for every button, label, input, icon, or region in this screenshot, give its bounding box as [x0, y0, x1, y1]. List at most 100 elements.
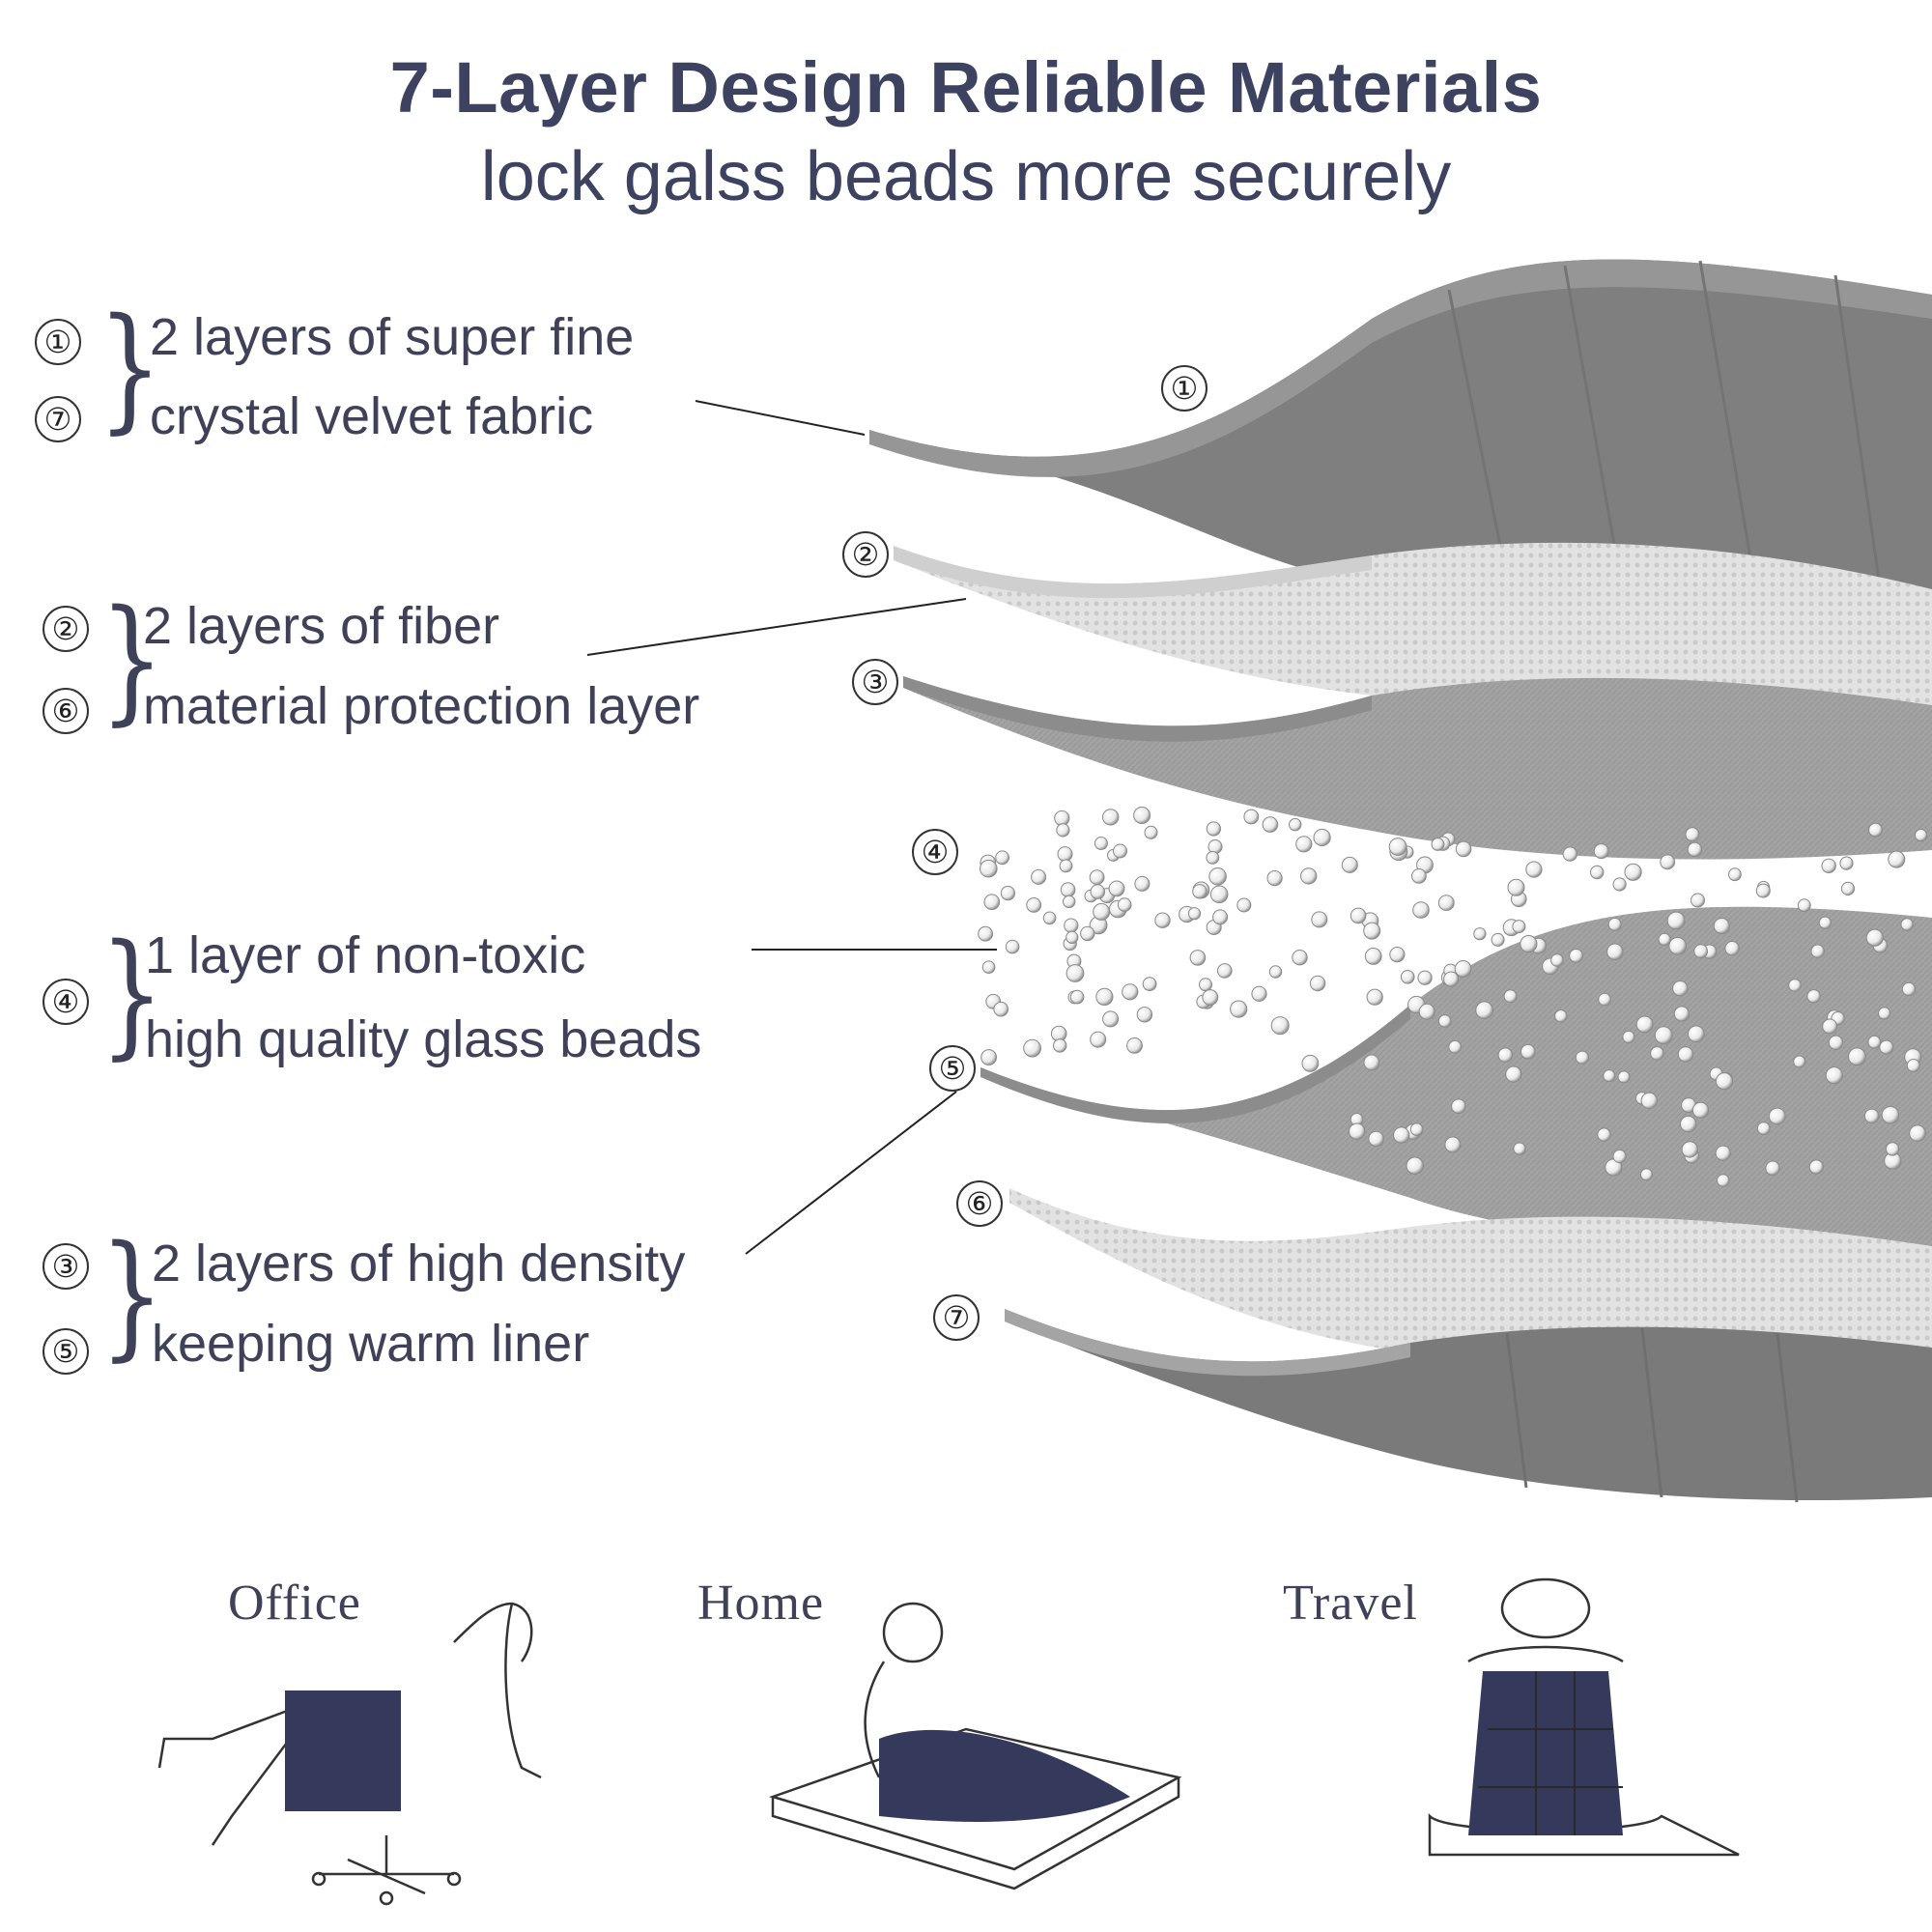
glass-bead [1906, 1059, 1920, 1072]
glass-bead [1691, 1101, 1710, 1119]
glass-bead [1606, 943, 1624, 960]
office-illustration [157, 1602, 542, 1906]
glass-bead [1418, 1003, 1435, 1020]
brace-icon: } [99, 1217, 164, 1375]
glass-bead [1093, 902, 1111, 921]
marker-1: ① [35, 319, 81, 365]
glass-bead [1311, 911, 1328, 928]
glass-bead [1209, 885, 1229, 904]
marker-2: ② [43, 606, 89, 652]
glass-bead [1444, 1136, 1462, 1153]
layer-marker-3: ③ [852, 659, 898, 705]
glass-bead [1113, 843, 1127, 859]
glass-bead [980, 859, 998, 878]
glass-bead [1366, 988, 1383, 1006]
glass-bead [1728, 867, 1742, 882]
glass-bead [1603, 1069, 1616, 1083]
glass-bead [1715, 1072, 1734, 1091]
glass-bead [1756, 1122, 1771, 1135]
glass-bead [1368, 1130, 1384, 1148]
glass-bead [1268, 965, 1283, 979]
brace-icon: } [98, 290, 162, 447]
glass-bead [1680, 1115, 1697, 1133]
glass-bead [1189, 950, 1207, 966]
glass-bead [1673, 1006, 1690, 1022]
glass-bead [1810, 944, 1825, 958]
glass-bead [1266, 870, 1283, 887]
glass-bead [1879, 1039, 1894, 1055]
glass-bead [1617, 1070, 1631, 1084]
glass-bead [1187, 907, 1202, 921]
legend-line: keeping warm liner [152, 1315, 590, 1373]
leader-lines [586, 400, 997, 1255]
glass-bead [1251, 985, 1267, 1002]
legend-line: 2 layers of super fine [150, 308, 635, 366]
glass-bead [1437, 1014, 1452, 1028]
glass-bead [1309, 975, 1326, 992]
glass-bead [1848, 1047, 1866, 1066]
layer-5-liner [980, 906, 1932, 1256]
layer-marker-5: ⑤ [929, 1045, 976, 1092]
glass-bead [1513, 1142, 1526, 1155]
brace-icon: } [99, 916, 164, 1073]
glass-bead [1313, 828, 1331, 847]
glass-bead [1389, 947, 1406, 963]
glass-bead [1199, 978, 1212, 992]
glass-bead [983, 894, 1001, 911]
glass-bead [1717, 1174, 1730, 1187]
glass-bead [1690, 893, 1705, 908]
glass-bead [1134, 875, 1151, 892]
glass-bead [1677, 1046, 1694, 1063]
glass-bead [1270, 1016, 1290, 1036]
layer-marker-7: ⑦ [933, 1294, 980, 1341]
glass-bead [1053, 1038, 1067, 1053]
glass-bead [1878, 1007, 1891, 1020]
glass-bead [1026, 897, 1042, 913]
glass-bead [1136, 1007, 1153, 1023]
glass-bead [1412, 901, 1430, 919]
glass-bead [1400, 970, 1415, 984]
glass-bead [1363, 1054, 1380, 1071]
glass-bead [1525, 861, 1543, 878]
glass-bead [1448, 1039, 1463, 1054]
glass-bead [1575, 1050, 1590, 1065]
glass-bead [1818, 916, 1833, 929]
glass-bead [1597, 1127, 1611, 1142]
glass-bead [1520, 1043, 1536, 1060]
glass-bead [1301, 1054, 1320, 1072]
glass-bead [1059, 859, 1073, 873]
glass-bead [1089, 869, 1105, 886]
layer-4-glass-beads [978, 807, 1928, 1187]
glass-bead [1054, 810, 1070, 827]
glass-bead [1885, 1142, 1900, 1156]
glass-bead [1341, 856, 1358, 873]
glass-bead [1192, 884, 1208, 899]
glass-bead [1406, 1156, 1424, 1175]
glass-bead [1393, 1126, 1410, 1144]
glass-bead [1497, 1047, 1514, 1063]
glass-bead [1069, 989, 1085, 1005]
glass-bead [1867, 1035, 1882, 1049]
glass-bead [1693, 944, 1709, 959]
glass-bead [1503, 989, 1518, 1004]
glass-bead [1593, 843, 1609, 860]
glass-bead [1590, 865, 1605, 880]
glass-bead [1660, 854, 1676, 870]
glass-bead [1095, 987, 1114, 1007]
glass-bead [1431, 838, 1445, 851]
glass-bead [1295, 836, 1313, 853]
glass-bead [1144, 825, 1158, 839]
legend-line: 2 layers of high density [152, 1235, 686, 1293]
glass-bead [993, 1001, 1009, 1017]
legend-line: material protection layer [143, 677, 700, 735]
glass-bead [1808, 1159, 1824, 1175]
glass-bead [1090, 884, 1106, 899]
glass-bead [1454, 960, 1472, 978]
glass-bead [1806, 989, 1821, 1004]
glass-bead [1713, 918, 1730, 934]
brace-icon: } [99, 582, 164, 739]
legend-line: crystal velvet fabric [150, 387, 594, 445]
glass-bead [1909, 1124, 1926, 1142]
glass-bead [1598, 992, 1611, 1007]
